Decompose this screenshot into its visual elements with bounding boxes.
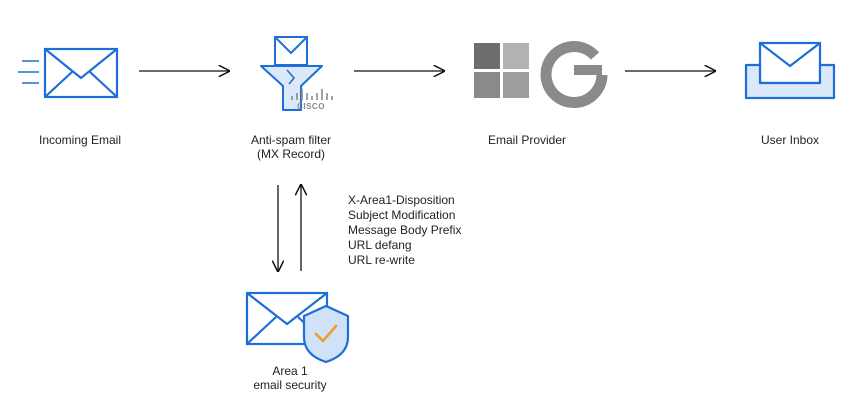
area1-title: Area 1 (272, 364, 308, 378)
cisco-logo-icon: CISCO (291, 89, 333, 111)
area1-subtitle: email security (253, 378, 327, 392)
attribute-item: URL re-write (348, 253, 415, 267)
envelope-motion-icon (18, 47, 119, 99)
user-inbox-label: User Inbox (760, 133, 820, 147)
modification-attributes-list: X-Area1-Disposition Subject Modification… (348, 193, 461, 268)
cisco-logo-text: CISCO (297, 102, 325, 111)
antispam-filter-label: Anti-spam filter (MX Record) (231, 133, 351, 161)
area1-label: Area 1 email security (230, 364, 350, 392)
antispam-filter-title: Anti-spam filter (250, 133, 332, 147)
attribute-item: Subject Modification (348, 208, 456, 222)
funnel-filter-icon (260, 36, 323, 111)
attribute-item: Message Body Prefix (348, 223, 462, 237)
windows-logo-icon (474, 43, 529, 98)
email-provider-label: Email Provider (487, 133, 567, 147)
attribute-item: X-Area1-Disposition (348, 193, 455, 207)
google-g-icon (540, 41, 608, 109)
inbox-tray-icon (744, 41, 836, 100)
antispam-filter-subtitle: (MX Record) (256, 147, 325, 161)
incoming-email-label: Incoming Email (38, 133, 122, 147)
envelope-shield-icon (245, 291, 350, 364)
attribute-item: URL defang (348, 238, 412, 252)
check-icon (314, 324, 338, 343)
